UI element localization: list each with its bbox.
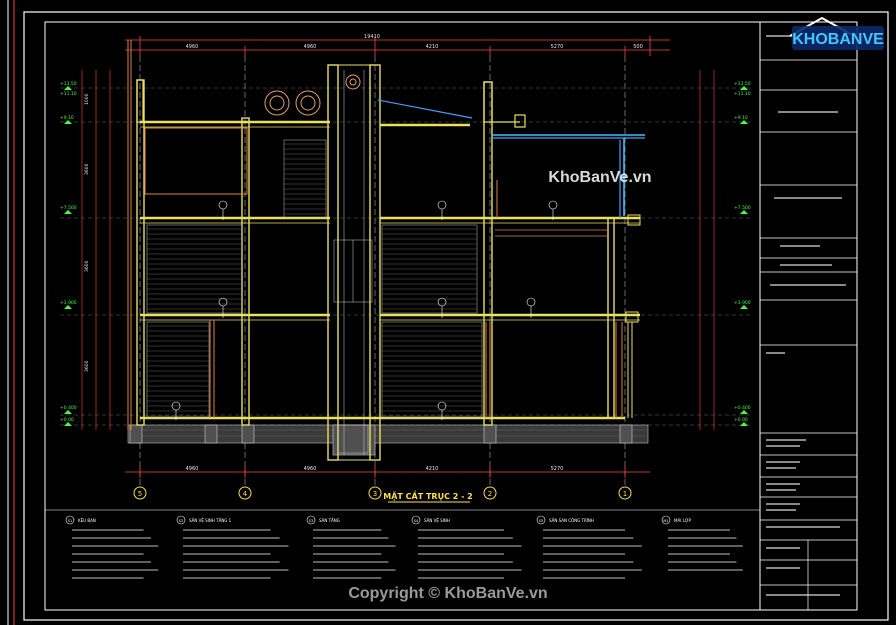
note-heading-5: SÂN SAN CÔNG TRÌNH xyxy=(549,518,594,523)
right-elev-2: +11.10 xyxy=(734,91,751,97)
copyright-watermark: Copyright © KhoBanVe.vn xyxy=(348,585,547,602)
level-lines xyxy=(60,87,750,426)
top-dim-1: 4960 xyxy=(186,44,199,50)
right-elevations: +13.50 +11.10 +9.10 +7.500 +3.900 +0.400… xyxy=(699,70,751,430)
left-h-3: 3600 xyxy=(84,260,90,272)
right-elev-7: +0.00 xyxy=(734,417,748,423)
left-elev-2: +11.10 xyxy=(60,91,77,97)
bottom-dim-4: 5270 xyxy=(551,466,564,472)
bottom-dimension-chain xyxy=(125,466,650,478)
axis-label-4: 4 xyxy=(243,490,248,498)
top-dim-4: 5270 xyxy=(551,44,564,50)
left-elev-6: +0.400 xyxy=(60,405,77,411)
left-h-1: 1000 xyxy=(84,93,90,105)
right-elev-5: +3.900 xyxy=(734,300,751,306)
top-dim-2: 4960 xyxy=(304,44,317,50)
axis-label-2: 2 xyxy=(488,490,492,498)
left-elev-3: +9.10 xyxy=(60,115,74,121)
note-code-5: S5 xyxy=(539,519,543,523)
top-dimension-chain xyxy=(125,36,670,56)
axis-grid xyxy=(139,56,626,485)
watermark-logo: KHOBANVE xyxy=(789,16,884,50)
section-title: MẶT CẮT TRỤC 2 - 2 xyxy=(383,489,473,501)
left-h-4: 3600 xyxy=(84,360,90,372)
note-code-1: S1 xyxy=(68,519,72,523)
bottom-dim-1: 4960 xyxy=(186,466,199,472)
left-elev-5: +3.900 xyxy=(60,300,77,306)
note-heading-1: KÊU BẠN xyxy=(78,518,96,523)
bottom-dim-3: 4210 xyxy=(426,466,439,472)
title-block xyxy=(759,21,858,611)
left-elev-1: +13.50 xyxy=(60,81,77,87)
note-heading-3: SÀN TẦNG xyxy=(319,518,340,523)
brick-walls xyxy=(127,40,623,430)
right-elev-3: +9.10 xyxy=(734,115,748,121)
notes-table: S1 S2 S3 S4 S5 M1 KÊU BẠN SÂN VỆ SINH TẦ… xyxy=(45,509,760,579)
note-heading-6: MÁI LỢP xyxy=(674,518,692,523)
axis-label-3: 3 xyxy=(373,490,377,498)
left-elevations: +13.50 +11.10 +9.10 +7.500 +3.900 +0.400… xyxy=(60,70,111,430)
sheet-border xyxy=(23,11,889,621)
left-h-2: 3600 xyxy=(84,163,90,175)
ground-slab xyxy=(127,424,649,444)
right-elev-6: +0.400 xyxy=(734,405,751,411)
total-dimension-label: 19410 xyxy=(364,34,380,40)
right-elev-1: +13.50 xyxy=(734,81,751,87)
axis-label-5: 5 xyxy=(138,490,142,498)
left-elev-4: +7.500 xyxy=(60,205,77,211)
axis-bubbles: 5 4 3 2 1 xyxy=(133,486,632,500)
axis-label-1: 1 xyxy=(623,490,627,498)
note-heading-2: SÂN VỆ SINH TẦNG 1 xyxy=(189,518,232,523)
center-watermark: KhoBanVe.vn xyxy=(548,169,651,186)
elevator-core xyxy=(327,64,381,461)
note-code-4: S4 xyxy=(414,519,419,523)
water-tanks xyxy=(264,90,321,116)
top-dim-5: 500 xyxy=(633,44,643,50)
note-code-2: S2 xyxy=(179,519,183,523)
note-code-6: M1 xyxy=(663,519,668,523)
note-heading-4: SÂN VỆ SINH xyxy=(424,518,450,523)
elevator-motor xyxy=(345,74,361,90)
top-dim-3: 4210 xyxy=(426,44,439,50)
section-tags xyxy=(171,200,558,411)
note-code-3: S3 xyxy=(309,519,313,523)
bottom-dim-2: 4960 xyxy=(304,466,317,472)
building-section xyxy=(127,40,649,461)
left-elev-7: +0.00 xyxy=(60,417,74,423)
roof-canopy xyxy=(377,99,645,218)
logo-text: KHOBANVE xyxy=(792,31,884,48)
right-elev-4: +7.500 xyxy=(734,205,751,211)
